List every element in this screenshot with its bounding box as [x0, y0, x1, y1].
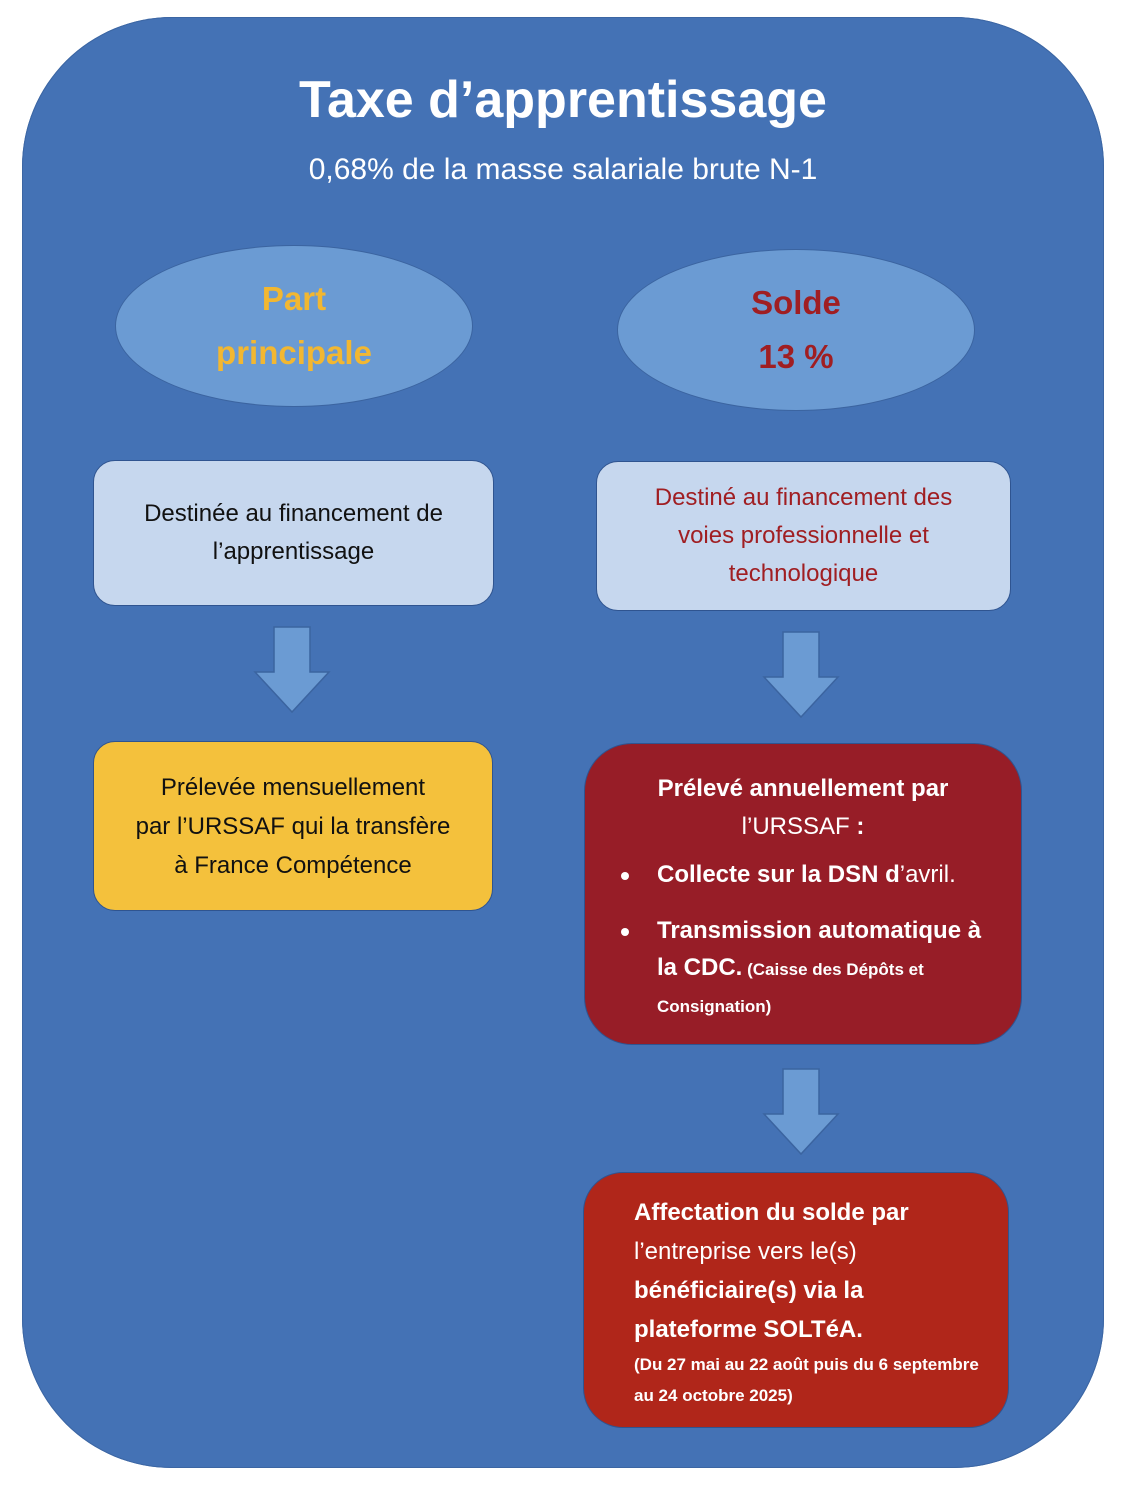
- down-arrow-icon: [761, 1068, 841, 1158]
- text-fragment: l’URSSAF: [176, 812, 285, 840]
- box-text-line: Prélevée mensuellement: [160, 773, 426, 801]
- solde-ellipse: Solde 13 %: [617, 249, 975, 411]
- box-text-line: Destiné au financement des: [654, 484, 953, 511]
- apprentissage-box: Destinée au financement de l’apprentissa…: [93, 460, 494, 606]
- text-fragment: qui la transfère: [284, 812, 451, 840]
- page-title: Taxe d’apprentissage: [299, 71, 827, 129]
- box-body: Affectation du solde par l’entreprise ve…: [634, 1193, 994, 1411]
- box-text-line: Destinée au financement de: [144, 500, 443, 527]
- page-subtitle: 0,68% de la masse salariale brute N-1: [308, 153, 818, 186]
- voies-professionnelles-box: Destiné au financement des voies profess…: [596, 461, 1011, 611]
- box-text-line: l’entreprise vers le(s): [634, 1238, 857, 1265]
- text-fragment: Collecte sur la DSN d: [657, 861, 900, 888]
- box-text-line: à France Compétence: [174, 851, 412, 879]
- prelevee-mensuellement-box: Prélevée mensuellement par l’URSSAF qui …: [93, 741, 493, 911]
- box-text-line: technologique: [728, 560, 879, 587]
- box-text-line: l’apprentissage: [212, 538, 375, 565]
- text-fragment: l’URSSAF: [741, 813, 850, 840]
- text-fragment: (Caisse des Dépôts et Consignation): [657, 960, 924, 1016]
- ellipse-label-line1: Part: [261, 280, 327, 317]
- preleve-annuellement-box: Prélevé annuellement par l’URSSAF : Coll…: [584, 743, 1022, 1045]
- down-arrow-icon: [252, 626, 332, 716]
- text-fragment: par: [135, 812, 177, 840]
- box-text-line: Affectation du solde par: [634, 1199, 909, 1226]
- text-fragment: Transmission automatique à la CDC.: [657, 917, 982, 981]
- box-text-line: par l’URSSAF qui la transfère: [136, 807, 451, 846]
- box-text-line: voies professionnelle et: [678, 522, 929, 549]
- text-fragment: ’avril.: [899, 861, 956, 888]
- box-heading: Prélevé annuellement par l’URSSAF :: [585, 770, 1021, 846]
- part-principale-ellipse: Part principale: [115, 245, 473, 407]
- affectation-solde-box: Affectation du solde par l’entreprise ve…: [583, 1172, 1009, 1428]
- ellipse-label-line2: principale: [216, 334, 372, 371]
- bullet-dot: [621, 928, 629, 936]
- down-arrow-icon: [761, 631, 841, 721]
- ellipse-label-line1: Solde: [751, 284, 841, 321]
- text-fragment: :: [849, 813, 865, 840]
- date-note: (Du 27 mai au 22 août puis du 6 septembr…: [634, 1355, 979, 1405]
- box-text-line: l’URSSAF :: [585, 808, 1021, 846]
- box-text-line: bénéficiaire(s) via la: [634, 1277, 864, 1304]
- bullet-dot: [621, 872, 629, 880]
- box-text-line: Prélevé annuellement par: [657, 775, 949, 802]
- bullet-item: Transmission automatique à la CDC. (Cais…: [657, 912, 997, 1023]
- box-text-line: plateforme SOLTéA.: [634, 1316, 863, 1343]
- bullet-item: Collecte sur la DSN d’avril.: [657, 856, 997, 893]
- ellipse-label-line2: 13 %: [758, 338, 834, 375]
